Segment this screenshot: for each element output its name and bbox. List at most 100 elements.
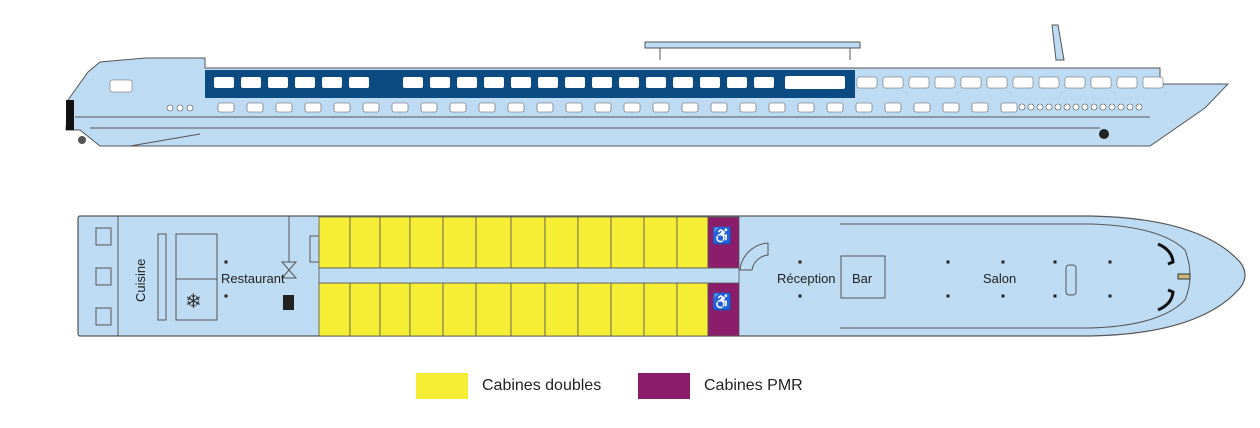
wheelchair-icon: ♿ (712, 292, 732, 311)
porthole-window (362, 102, 380, 113)
window (295, 77, 315, 88)
window (538, 77, 558, 88)
corridor (318, 267, 740, 284)
window (882, 76, 904, 89)
legend-swatch-yellow (416, 373, 468, 399)
porthole-window (710, 102, 728, 113)
legend-label: Cabines doubles (482, 377, 602, 394)
double-cabin (318, 282, 351, 337)
window (673, 77, 693, 88)
double-cabin (475, 216, 512, 269)
window (700, 77, 720, 88)
porthole-window (565, 102, 583, 113)
window (241, 77, 261, 88)
window (592, 77, 612, 88)
window (619, 77, 639, 88)
window (1064, 76, 1086, 89)
porthole-window (333, 102, 351, 113)
double-cabin (442, 216, 477, 269)
double-cabin (510, 282, 546, 337)
accessible-cabin (707, 282, 740, 337)
mast (1051, 24, 1065, 61)
porthole (1072, 103, 1080, 111)
legend-label: Cabines PMR (704, 377, 803, 394)
double-cabin (349, 216, 381, 269)
porthole-window (507, 102, 525, 113)
bar-counter (840, 255, 886, 299)
porthole-window (681, 102, 699, 113)
pillar (946, 294, 950, 298)
porthole-window (217, 102, 235, 113)
door-icon (280, 261, 298, 279)
porthole (1090, 103, 1098, 111)
double-cabin (318, 216, 351, 269)
double-cabin (544, 216, 579, 269)
porthole (1099, 103, 1107, 111)
porthole-window (420, 102, 438, 113)
ship-side-elevation (65, 24, 1230, 147)
elevator-icon (283, 295, 294, 310)
porthole-window (855, 102, 873, 113)
porthole-window (246, 102, 264, 113)
wheelchair-icon: ♿ (712, 226, 732, 245)
window (214, 77, 234, 88)
double-cabin (442, 282, 477, 337)
window (1038, 76, 1060, 89)
window (986, 76, 1008, 89)
porthole-window (478, 102, 496, 113)
porthole-window (304, 102, 322, 113)
porthole (1126, 103, 1134, 111)
double-cabin (676, 282, 709, 337)
porthole-window (797, 102, 815, 113)
double-cabin (379, 216, 411, 269)
window (960, 76, 982, 89)
window (457, 77, 477, 88)
window (934, 76, 956, 89)
pillar (224, 260, 228, 264)
window (856, 76, 878, 89)
porthole-window (594, 102, 612, 113)
pillar (798, 294, 802, 298)
double-cabin (577, 282, 612, 337)
window (908, 76, 930, 89)
sun-deck-canopy (644, 41, 861, 49)
stairs-fore (1065, 264, 1077, 296)
deck-plan: ❄ ♿♿ Cuisine Restaurant Réception Bar Sa… (77, 215, 1246, 337)
window (754, 77, 774, 88)
porthole (1054, 103, 1062, 111)
window (511, 77, 531, 88)
porthole-window (1000, 102, 1018, 113)
legend-item-accessible-cabins: Cabines PMR (638, 373, 803, 399)
porthole (1135, 103, 1143, 111)
room-label-bar: Bar (852, 271, 873, 286)
double-cabin (379, 282, 411, 337)
propeller-icon (78, 136, 86, 144)
pillar (224, 294, 228, 298)
window (1012, 76, 1034, 89)
window (1142, 76, 1164, 89)
double-cabin (610, 282, 645, 337)
porthole-window (536, 102, 554, 113)
legend-swatch-purple (638, 373, 690, 399)
porthole-window (275, 102, 293, 113)
pillar (1053, 294, 1057, 298)
porthole (1117, 103, 1125, 111)
double-cabin (643, 282, 678, 337)
porthole-window (623, 102, 641, 113)
window (785, 76, 845, 89)
porthole (1045, 103, 1053, 111)
anchor-icon (1099, 129, 1109, 139)
pillar (1108, 260, 1112, 264)
double-cabin (577, 216, 612, 269)
room-label-kitchen: Cuisine (133, 259, 148, 302)
window (349, 77, 369, 88)
porthole (1081, 103, 1089, 111)
pillar (1053, 260, 1057, 264)
porthole (166, 104, 174, 112)
spiral-stairs (739, 242, 769, 271)
porthole-window (739, 102, 757, 113)
window (727, 77, 747, 88)
porthole-window (913, 102, 931, 113)
pillar (1108, 294, 1112, 298)
